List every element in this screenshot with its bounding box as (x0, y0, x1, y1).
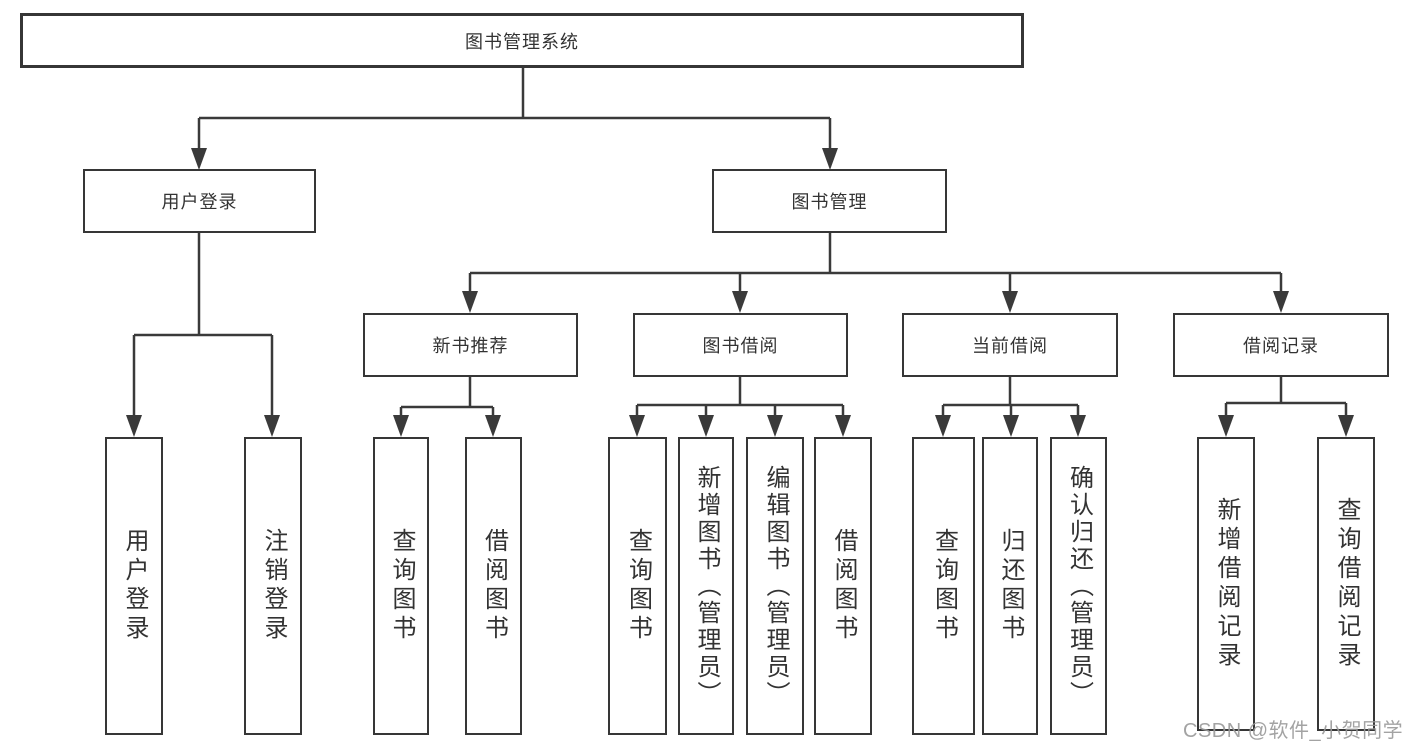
node-label: 借阅图书 (830, 528, 857, 644)
node-label: 注销登录 (260, 528, 287, 644)
node-system-root: 图书管理系统 (20, 13, 1024, 68)
node-label: 编辑图书（管理员） (762, 464, 789, 708)
node-label: 当前借阅 (972, 336, 1048, 356)
node-label: 图书借阅 (702, 336, 779, 356)
node-label: 确认归还（管理员） (1065, 464, 1093, 708)
node-new-book-recommend: 新书推荐 (363, 313, 578, 377)
leaf-borrow-query: 查询图书 (608, 437, 667, 735)
leaf-current-return: 归还图书 (982, 437, 1038, 735)
leaf-borrow-add-admin: 新增图书（管理员） (678, 437, 734, 735)
leaf-user-login: 用户登录 (105, 437, 163, 735)
node-label: 查询图书 (624, 528, 652, 644)
node-label: 用户登录 (121, 528, 148, 644)
node-label: 归还图书 (997, 528, 1024, 644)
leaf-borrow-borrow: 借阅图书 (814, 437, 872, 735)
node-label: 图书管理 (791, 192, 868, 212)
node-borrow-records: 借阅记录 (1173, 313, 1389, 377)
leaf-logout: 注销登录 (244, 437, 302, 735)
leaf-newbooks-borrow: 借阅图书 (465, 437, 522, 735)
node-label: 新增图书（管理员） (693, 464, 720, 708)
node-label: 借阅记录 (1243, 336, 1319, 356)
node-label: 查询借阅记录 (1333, 497, 1360, 671)
node-label: 查询图书 (388, 528, 415, 644)
node-user-login: 用户登录 (83, 169, 316, 233)
node-label: 新增借阅记录 (1213, 497, 1240, 671)
watermark: CSDN @软件_小贺同学 (1183, 720, 1404, 742)
node-current-borrow: 当前借阅 (902, 313, 1118, 377)
node-label: 新书推荐 (432, 336, 509, 356)
leaf-borrow-edit-admin: 编辑图书（管理员） (746, 437, 804, 735)
leaf-current-query: 查询图书 (912, 437, 975, 735)
node-label: 用户登录 (161, 192, 238, 212)
node-label: 借阅图书 (480, 528, 508, 644)
node-book-management: 图书管理 (712, 169, 947, 233)
leaf-newbooks-query: 查询图书 (373, 437, 429, 735)
leaf-records-query: 查询借阅记录 (1317, 437, 1375, 731)
node-label: 查询图书 (930, 528, 958, 644)
leaf-records-add: 新增借阅记录 (1197, 437, 1255, 731)
node-label: 图书管理系统 (465, 31, 579, 52)
leaf-current-confirm-admin: 确认归还（管理员） (1050, 437, 1107, 735)
node-book-borrow: 图书借阅 (633, 313, 848, 377)
